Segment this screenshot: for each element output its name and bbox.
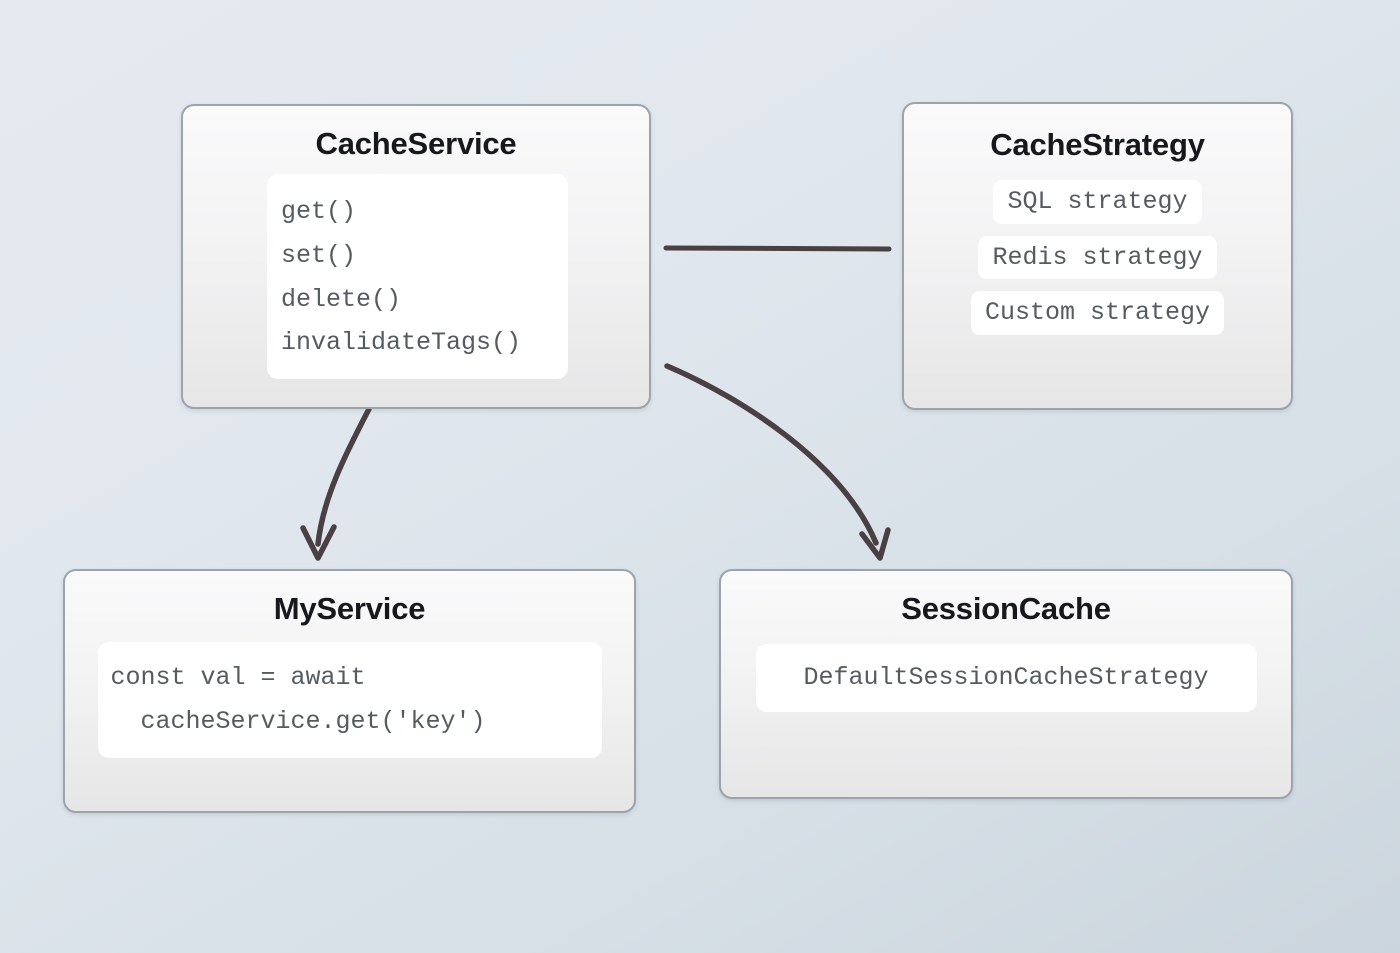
edge-cache-service-to-cache-strategy	[663, 245, 892, 252]
strategy-chip-list: SQL strategy Redis strategy Custom strat…	[904, 180, 1291, 335]
node-cache-service-methods: get() set() delete() invalidateTags()	[267, 174, 568, 379]
node-session-cache-title: SessionCache	[901, 591, 1111, 626]
arrowhead-my-service	[300, 524, 337, 561]
edge-cache-service-to-my-service	[315, 406, 372, 547]
strategy-chip-redis[interactable]: Redis strategy	[978, 235, 1217, 279]
node-session-cache-code: DefaultSessionCacheStrategy	[755, 644, 1257, 712]
node-session-cache[interactable]: SessionCache DefaultSessionCacheStrategy	[719, 569, 1293, 799]
arrowhead-session-cache	[859, 527, 891, 561]
strategy-chip-custom[interactable]: Custom strategy	[970, 291, 1225, 335]
node-cache-strategy-title: CacheStrategy	[990, 127, 1205, 162]
node-cache-strategy[interactable]: CacheStrategy SQL strategy Redis strateg…	[902, 102, 1293, 410]
node-cache-service[interactable]: CacheService get() set() delete() invali…	[181, 104, 651, 409]
node-my-service-title: MyService	[273, 591, 426, 626]
node-my-service[interactable]: MyService const val = await cacheService…	[63, 569, 636, 813]
edge-cache-service-to-session-cache	[664, 363, 879, 546]
node-cache-service-title: CacheService	[315, 126, 517, 161]
strategy-chip-sql[interactable]: SQL strategy	[993, 180, 1202, 224]
node-my-service-code: const val = await cacheService.get('key'…	[97, 642, 602, 758]
